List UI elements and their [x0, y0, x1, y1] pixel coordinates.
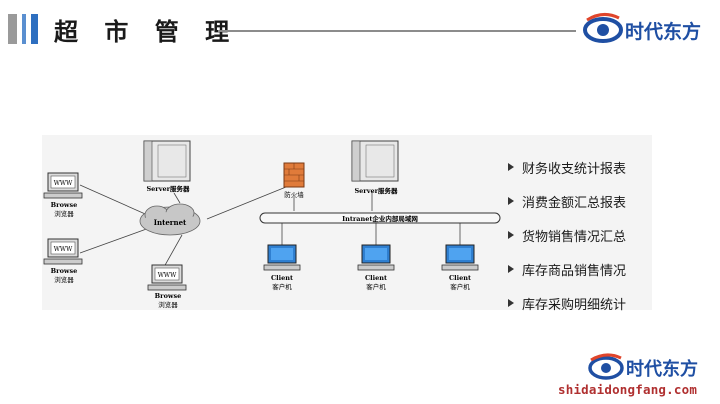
client-2-cn: 客户机 — [366, 282, 386, 291]
header-divider — [218, 30, 576, 32]
arrow-right-icon — [508, 299, 514, 307]
browser-computer-1: WWW Browse 浏览器 — [43, 172, 83, 218]
internet-label: Internet — [154, 218, 187, 227]
report-item-label: 货物销售情况汇总 — [522, 229, 627, 245]
browser-3-label: Browse — [155, 292, 182, 300]
report-list: 财务收支统计报表 消费金额汇总报表 货物销售情况汇总 库存商品销售情况 库存采购… — [508, 150, 626, 320]
report-item: 消费金额汇总报表 — [508, 184, 626, 218]
browser-3-www: WWW — [158, 272, 177, 279]
server-right-label: Server服务器 — [354, 186, 398, 195]
client-3-cn: 客户机 — [450, 282, 470, 291]
firewall-icon: 防火墙 — [283, 162, 305, 199]
browser-2-cn: 浏览器 — [54, 275, 74, 284]
intranet-bus: Intranet企业内部局域网 — [259, 212, 501, 224]
network-diagram: WWW Browse 浏览器 WWW Browse 浏览器 WWW Browse… — [43, 140, 501, 309]
arrow-right-icon — [508, 265, 514, 273]
client-2-label: Client — [365, 274, 387, 282]
header: 超 市 管 理 — [0, 0, 720, 60]
brand-logo-top: 时代东方 — [583, 10, 715, 48]
brand-logo-text: 时代东方 — [625, 21, 702, 43]
client-3-label: Client — [449, 274, 471, 282]
client-computer-3: Client 客户机 — [441, 244, 479, 291]
page-title: 超 市 管 理 — [54, 18, 239, 46]
brand-logo-bottom: 时代东方 — [588, 352, 716, 382]
browser-1-cn: 浏览器 — [54, 209, 74, 218]
firewall-label: 防火墙 — [284, 190, 304, 199]
header-bar-blue — [31, 14, 38, 44]
report-item: 库存采购明细统计 — [508, 286, 626, 320]
brand-logo-text: 时代东方 — [626, 359, 698, 380]
header-bar-thin-blue — [22, 14, 26, 44]
server-left-label: Server服务器 — [146, 184, 190, 193]
client-1-cn: 客户机 — [272, 282, 292, 291]
eye-logo-icon — [583, 13, 623, 43]
browser-computer-3: WWW Browse 浏览器 — [147, 264, 187, 309]
browser-1-www: WWW — [54, 180, 73, 187]
eye-logo-icon — [588, 353, 624, 380]
report-item: 货物销售情况汇总 — [508, 218, 626, 252]
arrow-right-icon — [508, 163, 514, 171]
arrow-right-icon — [508, 231, 514, 239]
report-item: 财务收支统计报表 — [508, 150, 626, 184]
client-1-label: Client — [271, 274, 293, 282]
server-left-icon: Server服务器 — [143, 140, 191, 193]
header-bar-gray — [8, 14, 17, 44]
server-right-icon: Server服务器 — [351, 140, 399, 195]
client-computer-1: Client 客户机 — [263, 244, 301, 291]
browser-2-label: Browse — [51, 267, 78, 275]
report-item-label: 消费金额汇总报表 — [522, 195, 627, 211]
client-computer-2: Client 客户机 — [357, 244, 395, 291]
report-item-label: 财务收支统计报表 — [522, 161, 627, 177]
arrow-right-icon — [508, 197, 514, 205]
report-item: 库存商品销售情况 — [508, 252, 626, 286]
internet-cloud-icon: Internet — [139, 203, 201, 236]
browser-1-label: Browse — [51, 201, 78, 209]
report-item-label: 库存采购明细统计 — [522, 297, 627, 313]
intranet-label: Intranet企业内部局域网 — [342, 214, 418, 223]
report-item-label: 库存商品销售情况 — [522, 263, 627, 279]
browser-2-www: WWW — [54, 246, 73, 253]
browser-computer-2: WWW Browse 浏览器 — [43, 238, 83, 284]
footer-url[interactable]: shidaidongfang.com — [558, 382, 698, 397]
network-diagram-panel: WWW Browse 浏览器 WWW Browse 浏览器 WWW Browse… — [42, 135, 652, 310]
browser-3-cn: 浏览器 — [158, 300, 178, 309]
